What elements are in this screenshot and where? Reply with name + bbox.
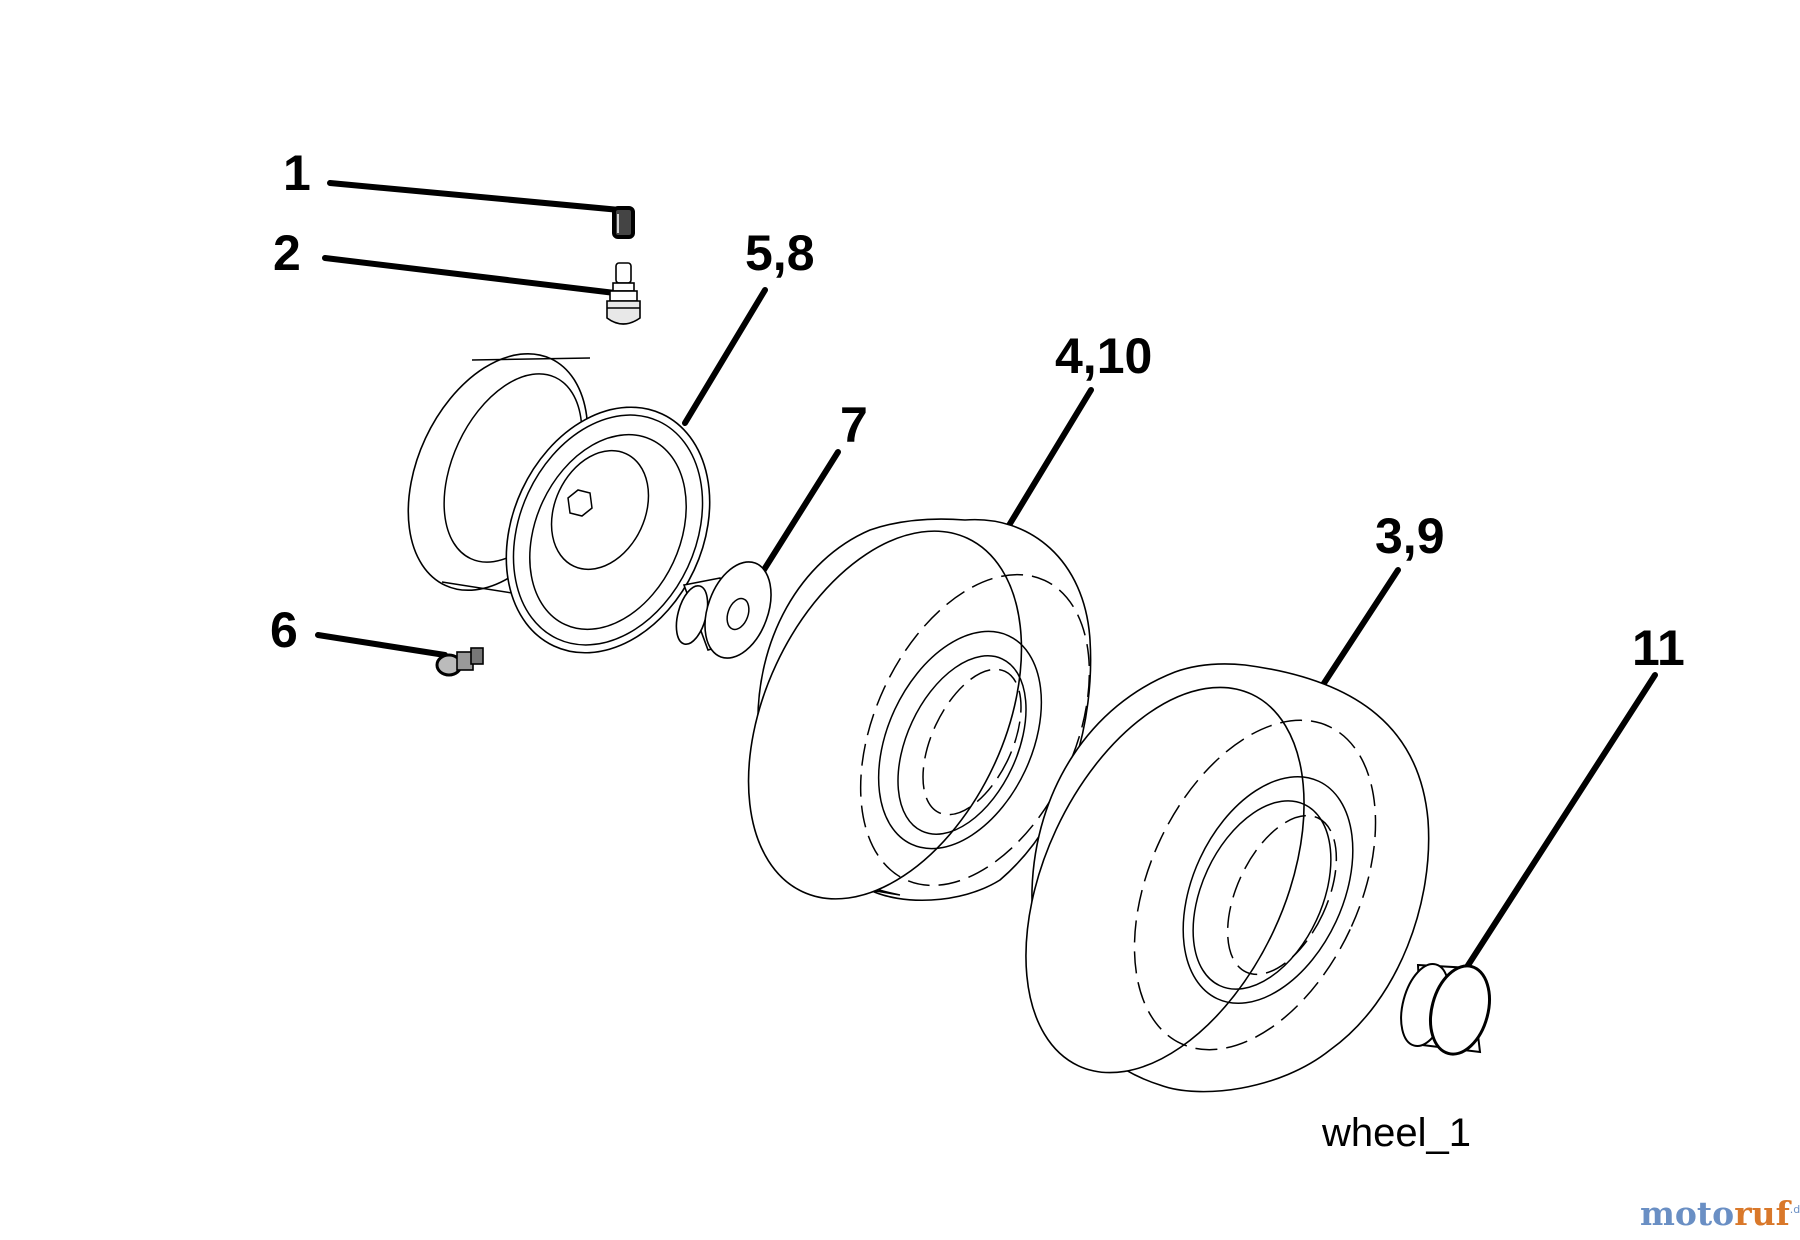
tire-part-lower xyxy=(1025,663,1430,1093)
figure-id-label: wheel_1 xyxy=(1321,1111,1471,1155)
motoruf-watermark-logo: motoruf.de xyxy=(1640,1194,1800,1233)
callout-5-8: 5,8 xyxy=(745,225,815,281)
watermark-part2: ruf xyxy=(1734,1194,1791,1233)
grease-fitting-part xyxy=(435,647,484,677)
callout-3-9: 3,9 xyxy=(1375,508,1445,564)
watermark-suffix: .de xyxy=(1790,1203,1800,1216)
leader-line-2 xyxy=(322,255,618,296)
callout-7: 7 xyxy=(840,397,868,453)
watermark-part1: moto xyxy=(1640,1194,1734,1233)
callout-6: 6 xyxy=(270,602,298,658)
leader-line-5-8 xyxy=(682,287,768,426)
leader-line-7 xyxy=(747,449,841,595)
leader-line-3-9 xyxy=(1312,567,1401,700)
leader-line-4-10 xyxy=(1005,387,1094,530)
valve-stem-part xyxy=(606,262,641,325)
leader-line-6 xyxy=(315,632,448,658)
hub-cap-part xyxy=(1400,963,1491,1056)
leader-line-11 xyxy=(1462,672,1658,973)
valve-cap-part xyxy=(612,206,635,239)
callout-1: 1 xyxy=(283,145,311,201)
svg-text:motoruf.de: motoruf.de xyxy=(1640,1194,1800,1233)
callout-11: 11 xyxy=(1632,620,1685,676)
tire-part-upper xyxy=(747,518,1092,902)
bushing-part xyxy=(675,561,772,659)
leader-line-1 xyxy=(327,180,623,213)
rim-part xyxy=(407,352,711,654)
callout-4-10: 4,10 xyxy=(1055,328,1152,384)
callout-2: 2 xyxy=(273,225,301,281)
